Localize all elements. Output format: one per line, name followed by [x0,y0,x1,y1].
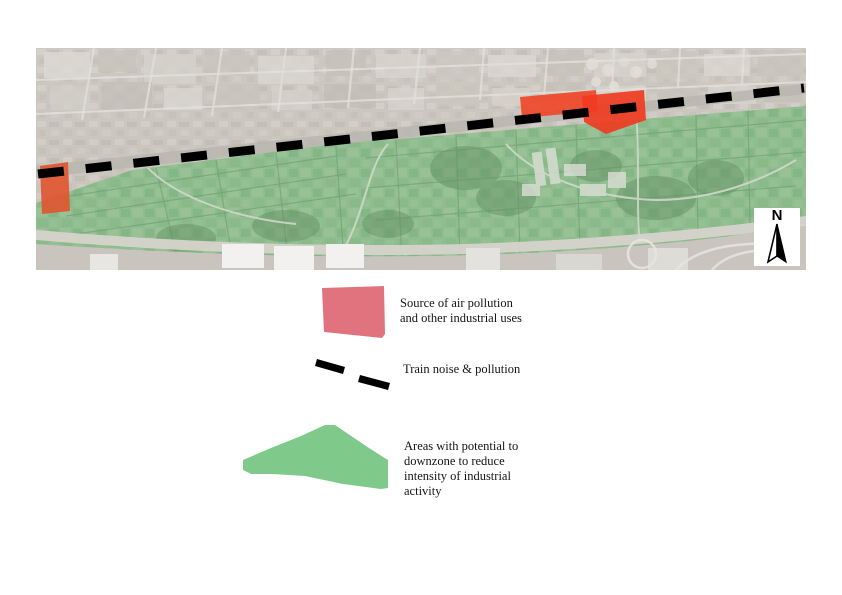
north-arrow: N [754,208,800,266]
rail-dashed-line [37,83,805,179]
legend-label-train-line-1: Train noise & pollution [403,362,521,376]
highway-corridor [36,216,806,270]
legend-symbol-train-dash [312,352,404,390]
legend-swatch-downzone [243,418,391,490]
north-arrow-needle-icon [766,223,787,264]
legend-label-downzone-line-2: downzone to reduce [404,454,505,468]
industrial-blocks [36,48,806,121]
legend-label-downzone-line-3: intensity of industrial [404,469,511,483]
map-figure [36,48,806,270]
legend-label-pollution: Source of air pollution and other indust… [400,296,630,326]
north-arrow-label: N [771,207,783,224]
legend-label-pollution-line-1: Source of air pollution [400,296,513,310]
legend-swatch-pollution [322,286,386,340]
legend-label-downzone-line-1: Areas with potential to [404,439,519,453]
legend-label-pollution-line-2: and other industrial uses [400,311,522,325]
legend-label-train: Train noise & pollution [403,362,633,377]
legend-label-downzone: Areas with potential to downzone to redu… [404,439,624,499]
aerial-map-image [36,48,806,270]
legend-label-downzone-line-4: activity [404,484,442,498]
